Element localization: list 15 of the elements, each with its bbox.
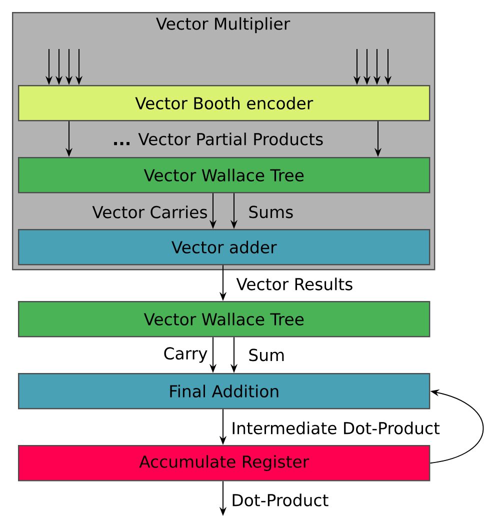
edge-label: Sums: [249, 206, 293, 218]
edge-label: Intermediate Dot-Product: [232, 422, 440, 434]
tree-box: Vector Wallace Tree: [18, 157, 430, 194]
edge-label: ... Vector Partial Products: [114, 132, 323, 146]
register-box: Accumulate Register: [18, 445, 430, 482]
adder-box: Vector adder: [18, 229, 430, 266]
edge-label: Carry: [164, 347, 208, 363]
tree-box: Vector Wallace Tree: [18, 301, 430, 338]
group-title: Vector Multiplier: [156, 17, 290, 34]
addition-box: Final Addition: [18, 373, 430, 410]
edge-label: Dot-Product: [232, 494, 328, 506]
edge-label: Vector Carries: [92, 206, 207, 218]
edge-label: Vector Results: [236, 278, 352, 290]
edge-label: Sum: [249, 348, 284, 362]
encoder-box: Vector Booth encoder: [18, 85, 430, 122]
